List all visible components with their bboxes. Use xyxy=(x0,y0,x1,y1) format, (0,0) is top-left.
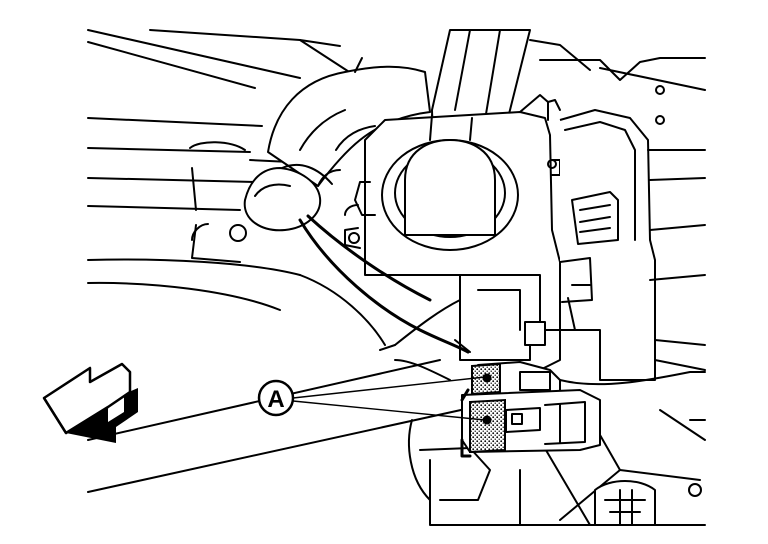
front-direction-arrow-icon xyxy=(42,362,138,443)
callout-a-label: A xyxy=(267,386,284,413)
callout-a-leader-upper xyxy=(292,376,486,399)
callout-a-circle xyxy=(257,379,295,417)
lower-column xyxy=(298,214,706,526)
technician-hand xyxy=(243,57,431,232)
callout-a-leader-lower xyxy=(292,400,486,421)
right-housing xyxy=(559,85,706,381)
callout-a: A xyxy=(257,376,486,421)
dashboard-structure xyxy=(87,29,471,493)
connector-lock-lower xyxy=(469,398,506,454)
harness-connectors xyxy=(460,361,601,458)
